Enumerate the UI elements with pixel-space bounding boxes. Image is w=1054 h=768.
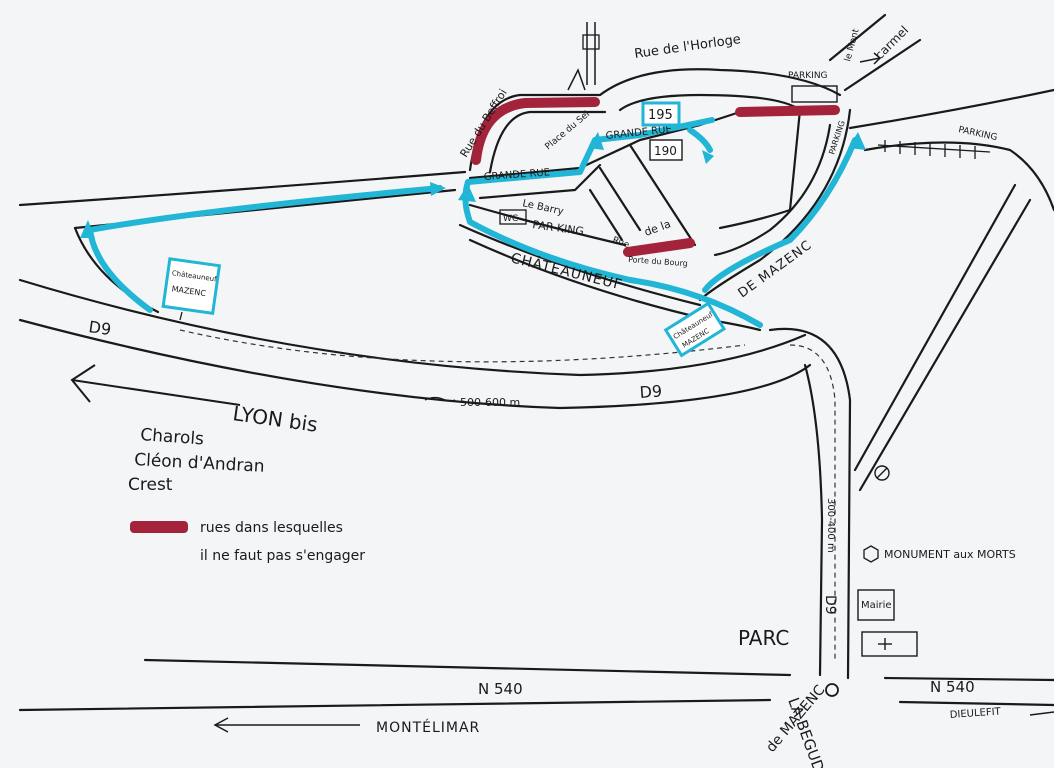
label-rue-horloge: Rue de l'Horloge (633, 32, 741, 62)
viewpoint-icon (874, 465, 890, 481)
south-road-east-edge (768, 327, 852, 680)
label-le-barry: Le Barry (521, 198, 564, 217)
label-grande-rue-west: GRANDE RUE (483, 167, 550, 183)
label-chateauneuf: CHÂTEAUNEUF (509, 248, 625, 293)
d9-dashed-path (179, 329, 746, 363)
village-north-west-inner (488, 110, 607, 174)
route-main (462, 179, 763, 328)
post-office-icon (861, 631, 918, 657)
upper-road-north-edge (18, 170, 467, 207)
d9-road-south-edge (18, 318, 812, 410)
no-entry-east (735, 105, 840, 117)
village-inner-loop (618, 93, 802, 230)
label-monument: MONUMENT aux MORTS (884, 548, 1016, 561)
diagonal-road-west (853, 183, 1017, 472)
roundabout (825, 683, 839, 697)
le-mont-road-b (843, 38, 922, 92)
d9-road-north-edge (18, 278, 807, 377)
label-rue-beffroi: Rue du Beffroi (458, 87, 510, 160)
route-arrow-1 (430, 182, 446, 196)
mairie-box (857, 589, 895, 621)
label-parc: PARC (738, 626, 789, 650)
n540-south-edge-right (898, 700, 1054, 707)
n540-north-edge-left (143, 658, 792, 677)
rue-horloge-outer (598, 68, 842, 97)
label-crest: Crest (128, 475, 173, 495)
cemetery-crosses-icon (877, 140, 991, 159)
arrow-right-dieulefit-icon (1029, 711, 1054, 716)
south-road-dashed-path (789, 344, 836, 660)
label-distance-d9: 500-600 m (460, 396, 520, 409)
barry-street (468, 203, 627, 247)
label-montelimar: MONTÉLIMAR (376, 719, 480, 736)
chateauneuf-road-south (468, 238, 762, 332)
label-wc: WC (503, 214, 518, 224)
village-radial-1 (598, 166, 642, 232)
arrow-left-lyon-icon (70, 364, 241, 406)
label-d9-left: D9 (87, 317, 112, 339)
east-road-south (863, 141, 1054, 212)
route-arrow-2 (80, 220, 95, 238)
grande-rue-street-south (478, 163, 602, 200)
label-porte-de-la: de la (643, 217, 673, 238)
village-inner-east (713, 123, 832, 257)
label-porte-du-bourg: Porte du Bourg (628, 255, 688, 268)
house-195-box (641, 101, 681, 127)
label-carmel: carmel (872, 23, 911, 62)
label-parking-east: PARKING (957, 125, 998, 143)
village-radial-3 (588, 188, 624, 242)
label-n540-left: N 540 (478, 680, 523, 698)
route-arrow-3 (458, 184, 476, 202)
village-radial-2 (628, 143, 697, 247)
route-arrow-6 (702, 150, 714, 164)
chateauneuf-road-north (458, 223, 702, 307)
house-190-box (649, 139, 683, 161)
legend-line-2: il ne faut pas s'engager (200, 548, 365, 564)
east-road-north (848, 88, 1054, 130)
south-road-west-edge (803, 363, 824, 677)
arrow-left-montelimar-icon (213, 717, 360, 733)
le-mont-road-a (828, 13, 887, 62)
route-east (702, 137, 858, 293)
label-dieulefit: DIEULEFIT (949, 706, 1002, 721)
n540-north-edge-right (883, 676, 1054, 682)
label-mairie: Mairie (861, 600, 892, 611)
label-lyon: LYON bis (231, 401, 319, 437)
no-entry-rue-beffroi (471, 97, 600, 165)
n540-south-edge-left (18, 698, 772, 712)
route-arrow-4 (588, 132, 604, 150)
label-d9-mid: D9 (639, 381, 663, 402)
label-cleon: Cléon d'Andran (134, 450, 265, 477)
sign1-post (179, 311, 183, 321)
belfry-icon (567, 22, 600, 91)
legend-swatch (130, 521, 188, 533)
label-parking-center: PAR KING (532, 218, 585, 238)
route-arrow-5 (848, 132, 866, 150)
arrow-right-le-mont-icon (859, 52, 882, 65)
label-parking-top: PARKING (788, 71, 828, 81)
label-190: 190 (654, 144, 677, 158)
parking-top-box (791, 85, 838, 103)
label-place-du-sel: Place du Sel (544, 109, 592, 152)
wc-box (499, 209, 527, 225)
label-n540-right: N 540 (930, 678, 975, 696)
label-195: 195 (648, 108, 673, 123)
monument-icon (863, 545, 879, 563)
legend-line-1: rues dans lesquelles (200, 520, 343, 536)
label-charols: Charols (140, 425, 205, 449)
label-distance-south: 300-400 m (825, 498, 836, 553)
label-le-mont: le Mont (843, 27, 861, 62)
label-d9-south: D9 (822, 595, 838, 615)
route-village-hook (687, 127, 713, 153)
diagonal-road-east (858, 198, 1032, 492)
sign-chateauneuf-west: Châteauneuf MAZENC (161, 257, 222, 315)
distance-squiggle-icon (424, 396, 456, 402)
route-from-d9 (87, 185, 443, 313)
no-entry-porte-du-bourg (623, 238, 695, 257)
